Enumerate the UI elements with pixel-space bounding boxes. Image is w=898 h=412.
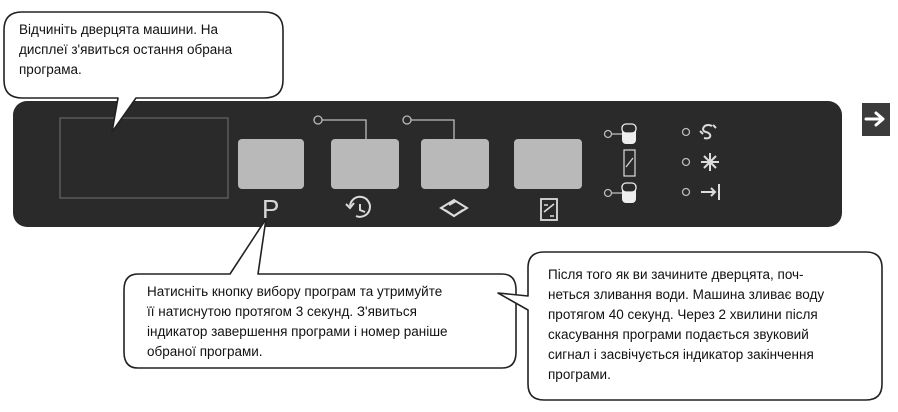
callout-line: Після того як ви зачините дверцята, поч- [548,267,804,282]
end-arrow-icon [701,184,720,200]
program-button-label: P [262,194,279,224]
callout-bottom-right-text: Після того як ви зачините дверцята, поч-… [548,265,824,385]
callout-top-left-text: Відчиніть дверцята машини. На дисплеї з'… [19,20,232,80]
salt-icon [699,124,717,140]
callout-bottom-left [123,218,517,369]
half-load-icon [540,198,558,221]
callout-line: неться зливання води. Машина зливає воду [548,287,825,302]
callout-line: протягом 40 секунд. Через 2 хвилини післ… [548,307,818,322]
callout-line: її натиснутою протягом 3 секунд. З'явить… [147,304,417,319]
display-window [59,117,229,199]
sparkle-icon [701,153,719,171]
upper-level-indicator [603,123,637,144]
callout-line: скасування програми подається звуковий [548,327,809,342]
callout-line: дисплеї з'явиться остання обрана [19,42,233,57]
callout-line: обраної програми. [147,344,263,359]
callout-bottom-right [497,251,883,401]
next-arrow-button [862,103,890,136]
rinse-aid-indicator [681,153,719,171]
callout-line: Натисніть кнопку вибору програм та утрим… [147,284,443,299]
end-indicator [681,184,720,200]
rinse-led [402,115,455,139]
lower-level-indicator [603,182,637,203]
delay-led [313,115,367,139]
callout-top-left [3,11,284,133]
half-load-button[interactable] [514,139,582,189]
half-load-small-icon [623,149,636,177]
callout-line: програма. [19,62,82,77]
program-button[interactable] [238,139,304,189]
callout-line: програми. [548,367,611,382]
timer-icon [345,195,371,218]
rinse-aid-button[interactable] [421,139,489,189]
callout-line: сигнал і засвічується індикатор закінчен… [548,347,814,362]
callout-line: Відчиніть дверцята машини. На [19,22,219,37]
salt-indicator [681,124,717,140]
callout-line: індикатор завершення програми і номер ра… [147,324,448,339]
callout-bottom-left-text: Натисніть кнопку вибору програм та утрим… [147,282,448,362]
delay-start-button[interactable] [331,139,399,189]
rinse-aid-icon [439,198,469,218]
arrow-right-icon [864,111,885,127]
